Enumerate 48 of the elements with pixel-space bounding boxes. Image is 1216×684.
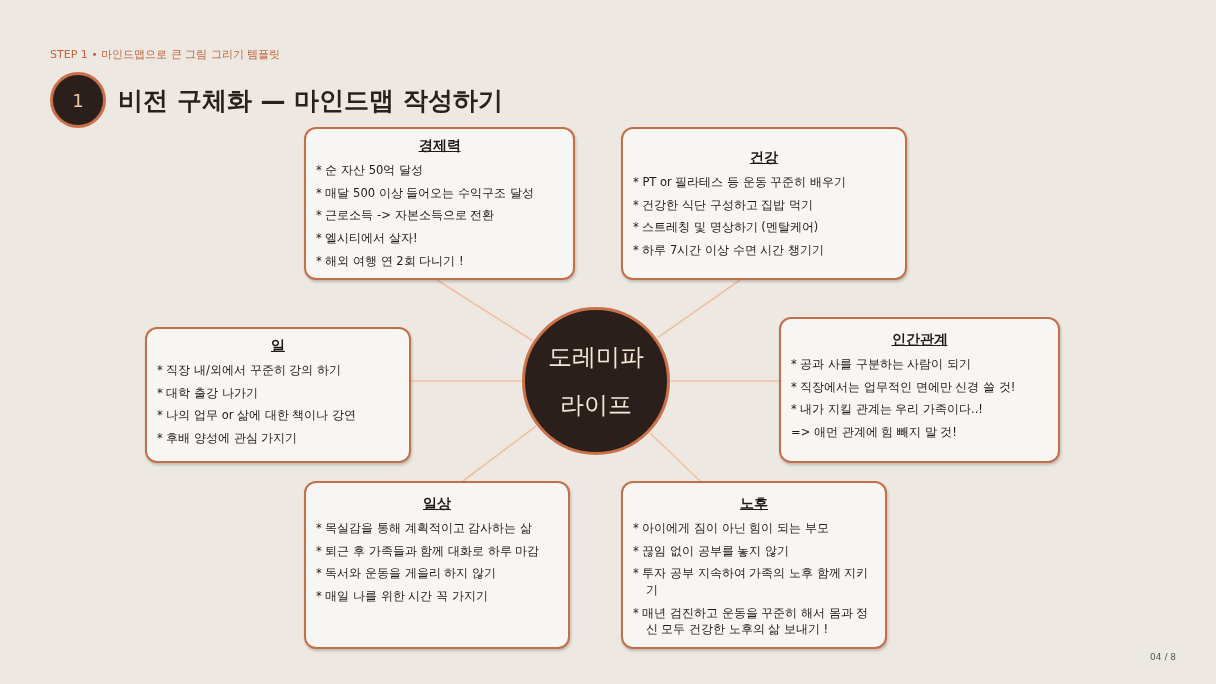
bullet-item: * PT or 필라테스 등 운동 꾸준히 배우기 [633,174,848,191]
page-number: 04 / 8 [1150,652,1176,662]
bullet-item: * 목실감을 통해 계획적이고 감사하는 삶 [316,520,534,537]
connector-line [436,279,534,342]
topic-heading: 일상 [423,495,451,513]
bullet-item: * 엘시티에서 살자! [316,230,419,247]
connector-line [462,425,537,482]
topic-heading: 일 [271,337,285,355]
topic-card [621,127,907,280]
topic-heading: 경제력 [418,137,461,155]
title: 비전 구체화 — 마인드맵 작성하기 [118,85,503,117]
bullet-item: * 해외 여행 연 2회 다니기 ! [316,252,465,270]
bullet-item: * 매달 500 이상 들어오는 수익구조 달성 [316,184,535,202]
bullet-item: * 독서와 운동을 게을리 하지 않기 [316,565,498,582]
topic-card [304,127,575,280]
bullet-item: * 순 자산 50억 달성 [316,162,424,179]
topic-heading: 인간관계 [891,331,948,349]
bullet-item: * 나의 업무 or 삶에 대한 책이나 강연 [157,407,358,424]
connector-line [670,380,780,382]
bullet-item: * 끊임 없이 공부를 놓지 않기 [633,542,791,560]
connector-line [649,432,701,482]
step-label: STEP 1 • 마인드맵으로 큰 그림 그리기 템플릿 [50,47,281,62]
topic-card [621,481,887,649]
bullet-item: * 직장 내/외에서 꾸준히 강의 하기 [157,362,342,379]
bullet-item: => 애먼 관계에 힘 빼지 말 것! [791,424,958,441]
bullet-item: * 하루 7시간 이상 수면 시간 챙기기 [633,242,825,259]
topic-card [779,317,1060,463]
bullet-item: * 매년 검진하고 운동을 꾸준히 해서 몸과 정신 모두 건강한 노후의 삶 보내기 ! [633,604,870,639]
topic-heading: 노후 [740,495,768,513]
bullet-item: * 건강한 식단 구성하고 집밥 먹기 [633,196,815,214]
bullet-item: * 직장에서는 업무적인 면에만 신경 쓸 것! [791,378,1017,396]
bullet-item: * 대학 출강 나가기 [157,384,259,402]
topic-card [145,327,411,463]
bullet-item: * 후배 양성에 관심 가지기 [157,430,299,447]
bullet-item: * 근로소득 -> 자본소득으로 전환 [316,207,496,224]
bullet-item: * 매일 나를 위한 시간 꼭 가지기 [316,588,489,605]
bullet-item: * 스트레칭 및 명상하기 (멘탈케어) [633,219,820,236]
bullet-item: * 투자 공부 지속하여 가족의 노후 함께 지키기 [633,565,870,599]
bullet-item: * 퇴근 후 가족들과 함께 대화로 하루 마감 [316,542,541,560]
connector-line [656,279,741,339]
topic-card [304,481,570,649]
bullet-item: * 아이에게 짐이 아닌 힘이 되는 부모 [633,520,830,537]
center-text: 도레미파 라이프 [547,342,645,421]
bullet-item: * 내가 지킬 관계는 우리 가족이다..! [791,401,984,418]
bullet-item: * 공과 사를 구분하는 사람이 되기 [791,356,973,373]
topic-heading: 건강 [750,149,778,167]
connector-line [410,380,522,382]
number-badge: 1 [50,72,106,128]
